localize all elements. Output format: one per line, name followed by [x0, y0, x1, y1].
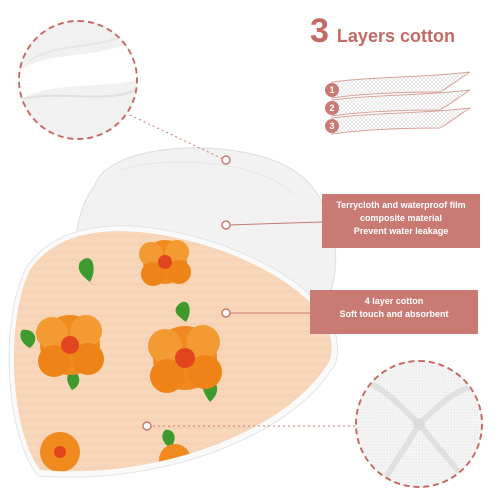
callout-waterproof-film: Terrycloth and waterproof film composite…: [322, 194, 480, 248]
callout-film-line-1: Terrycloth and waterproof film: [336, 200, 466, 210]
layer-label-1: 1: [329, 85, 334, 95]
title: 3 Layers cotton: [310, 14, 455, 48]
layer-label-2: 2: [329, 103, 334, 113]
callout-cotton: 4 layer cotton Soft touch and absorbent: [310, 290, 478, 334]
flower-prints: [36, 240, 222, 472]
layers-diagram: 1 2 3: [325, 71, 471, 135]
title-number: 3: [310, 12, 329, 50]
callout-cotton-line-1: 4 layer cotton: [364, 296, 424, 306]
callout-film-line-3: Prevent water leakage: [353, 226, 449, 236]
callout-film-line-2: composite material: [359, 213, 443, 223]
leaf-prints: [20, 258, 218, 448]
muslin-texture-zoom: [355, 360, 483, 488]
terry-texture-zoom: [18, 20, 138, 140]
layer-label-3: 3: [329, 121, 334, 131]
callout-cotton-line-2: Soft touch and absorbent: [339, 309, 449, 319]
title-text: Layers cotton: [336, 26, 455, 46]
